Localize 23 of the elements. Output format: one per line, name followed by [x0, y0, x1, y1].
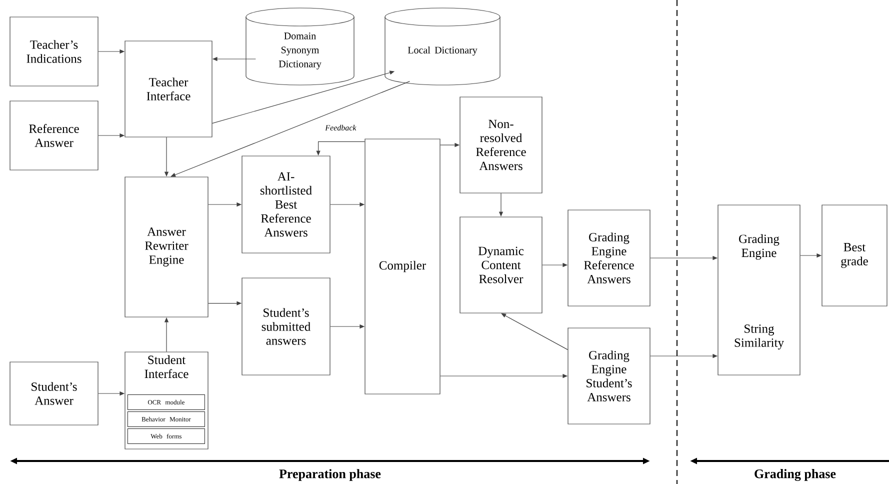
- process-box: Answer Rewriter Engine: [124, 176, 208, 318]
- process-box: Reference Answer: [10, 100, 98, 170]
- process-box: Student’s Answer: [10, 362, 98, 426]
- process-box: Non-resolved Reference Answers: [460, 96, 542, 194]
- arrow: [170, 81, 410, 177]
- database-cylinder: Local Dictionary: [384, 8, 500, 86]
- process-box: Best grade: [822, 204, 888, 306]
- process-box: AI-shortlisted Best Reference Answers: [242, 156, 330, 254]
- phase-label: Grading phase: [754, 469, 836, 481]
- phase-label: Preparation phase: [279, 469, 381, 481]
- database-cylinder: Domain Synonym Dictionary: [246, 8, 354, 86]
- process-box: Grading Engine Student’s Answers: [568, 328, 650, 424]
- process-box: Grading Engine Reference Answers: [568, 210, 650, 306]
- process-box: Teacher Interface: [124, 40, 212, 138]
- process-box: Compiler: [364, 138, 440, 394]
- process-box: Dynamic Content Resolver: [460, 216, 542, 314]
- process-box: Student’s submitted answers: [242, 278, 330, 376]
- arrow: [501, 313, 568, 350]
- node-label: Domain Synonym Dictionary: [278, 32, 322, 70]
- node-label: Local Dictionary: [408, 46, 478, 56]
- process-box: Teacher’s Indications: [10, 16, 98, 86]
- engine-box: Grading Engine String Similarity: [718, 204, 800, 376]
- edge-label: Feedback: [324, 124, 358, 132]
